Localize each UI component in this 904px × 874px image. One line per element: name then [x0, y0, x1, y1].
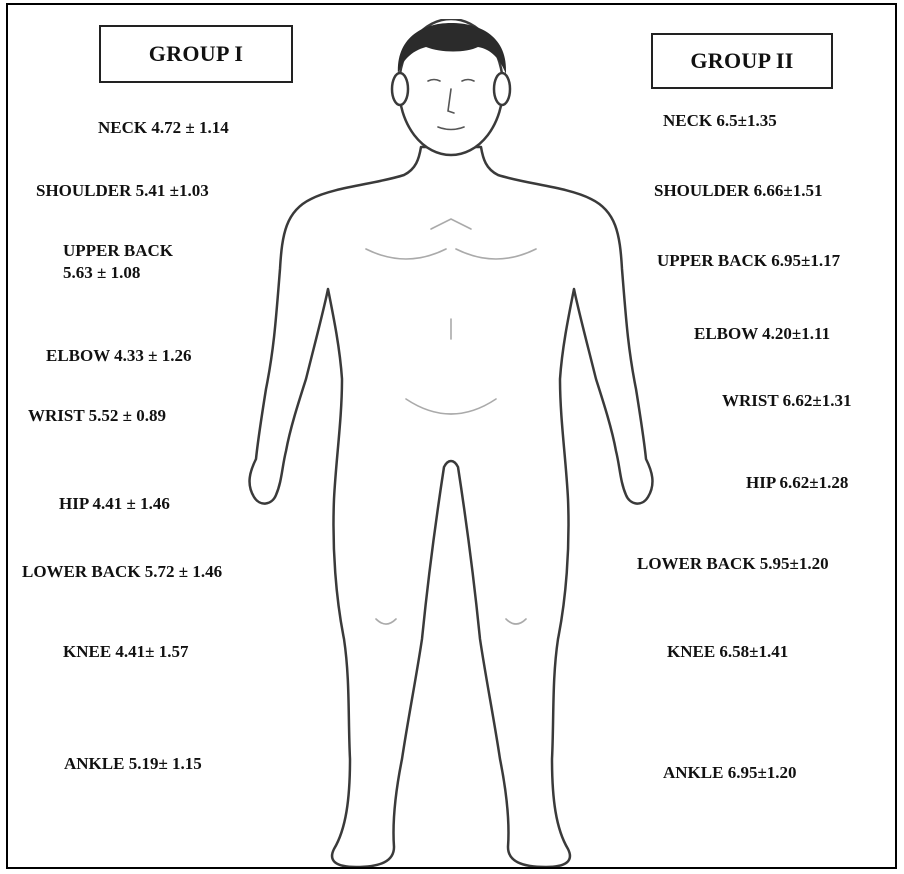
g1-elbow-label: ELBOW 4.33 ± 1.26: [46, 345, 192, 367]
g1-upper-back-line1: UPPER BACK: [63, 240, 173, 262]
body-outline: [250, 147, 653, 867]
diagram-frame: GROUP I GROUP II NECK 4.72 ± 1.14 SHOULD…: [6, 3, 897, 869]
g2-ankle-label: ANKLE 6.95±1.20: [663, 762, 797, 784]
g2-hip-label: HIP 6.62±1.28: [746, 472, 848, 494]
group-2-box: GROUP II: [651, 33, 833, 89]
g1-neck-label: NECK 4.72 ± 1.14: [98, 117, 229, 139]
g1-ankle-label: ANKLE 5.19± 1.15: [64, 753, 202, 775]
group-2-title: GROUP II: [690, 48, 793, 74]
g1-lower-back-label: LOWER BACK 5.72 ± 1.46: [22, 561, 222, 583]
g2-lower-back-label: LOWER BACK 5.95±1.20: [637, 553, 829, 575]
g1-shoulder-label: SHOULDER 5.41 ±1.03: [36, 180, 209, 202]
g2-knee-label: KNEE 6.58±1.41: [667, 641, 788, 663]
g1-upper-back-label: UPPER BACK 5.63 ± 1.08: [63, 240, 173, 284]
g2-neck-label: NECK 6.5±1.35: [663, 110, 777, 132]
g1-hip-label: HIP 4.41 ± 1.46: [59, 493, 170, 515]
g1-knee-label: KNEE 4.41± 1.57: [63, 641, 189, 663]
g1-wrist-label: WRIST 5.52 ± 0.89: [28, 405, 166, 427]
group-1-box: GROUP I: [99, 25, 293, 83]
g1-upper-back-line2: 5.63 ± 1.08: [63, 262, 173, 284]
g2-wrist-label: WRIST 6.62±1.31: [722, 390, 851, 412]
g2-upper-back-label: UPPER BACK 6.95±1.17: [657, 250, 840, 272]
group-1-title: GROUP I: [149, 41, 243, 67]
g2-elbow-label: ELBOW 4.20±1.11: [694, 323, 830, 345]
human-body-figure: [216, 19, 686, 869]
g2-shoulder-label: SHOULDER 6.66±1.51: [654, 180, 823, 202]
